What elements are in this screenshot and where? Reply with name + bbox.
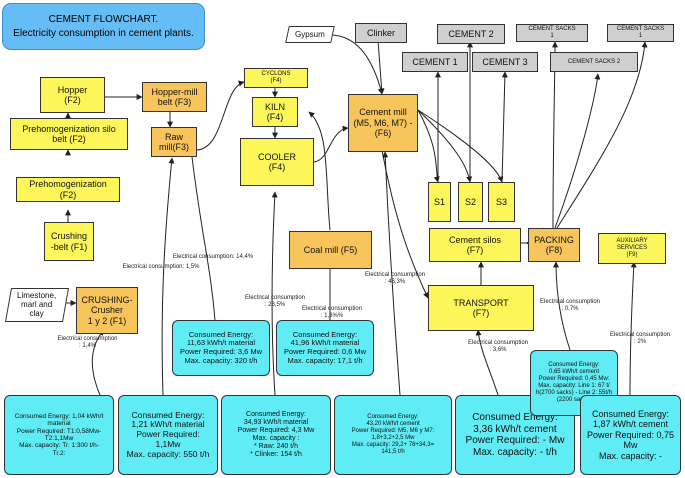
arrow-cementmill-to-s2: [417, 109, 473, 183]
energy-box-cement-mill: Consumed Energy: 43,20 kWh/t cement Powe…: [334, 395, 452, 475]
node-silo-s1: S1: [428, 182, 451, 222]
label-consumption-rawmill: Electrical consumption: 14,4%: [172, 254, 254, 260]
node-kiln: KILN (F4): [252, 97, 298, 127]
arrow-cementmill-to-transport: [381, 149, 429, 299]
node-silo-s3: S3: [488, 182, 515, 222]
arrow-cementmill-to-s1: [417, 109, 440, 183]
energy-box-coal-mill: Consumed Energy: 41,96 kWh/t material Po…: [276, 320, 374, 376]
node-packing: PACKING (F8): [528, 228, 580, 262]
node-prehomogenization: Prehomogenization (F2): [16, 177, 120, 202]
arrow-cementmill-to-s3: [417, 109, 504, 183]
energy-box-auxiliary: Consumed Energy: 1,87 kWh/t cement Power…: [580, 395, 681, 475]
node-gypsum-input: Gypsum: [285, 26, 335, 43]
energy-box-crusher: Consumed Energy: 1,04 kWh/t material Pow…: [4, 395, 114, 475]
label-consumption-packing: Electrical consumption : 0,7%: [539, 299, 601, 313]
limestone-label: Limestone, marl and clay: [17, 291, 57, 319]
title-line-2: Electricity consumption in cement plants…: [13, 27, 194, 39]
energy-box-raw-mill: Consumed Energy: 11,63 kWh/t material Po…: [172, 320, 270, 376]
label-consumption-auxiliary: Electrical consumption : 2%: [609, 332, 671, 346]
label-consumption-crusher: Electrical consumption : 1,4%: [57, 336, 118, 350]
arrow-clinker-to-cementmill: [377, 39, 385, 95]
node-limestone-input: Limestone, marl and clay: [5, 288, 69, 322]
title-line-1: CEMENT FLOWCHART.: [48, 14, 159, 25]
node-cement-1: CEMENT 1: [402, 52, 468, 72]
node-cement-3: CEMENT 3: [472, 52, 538, 72]
node-cement-2: CEMENT 2: [437, 24, 505, 44]
energy-box-kiln: Consumed Energy: 34,93 kWh/t material Po…: [221, 395, 331, 475]
energy-box-packing: Consumed Energy: 0,65 kWh/t cement Power…: [530, 350, 618, 416]
energy-box-prehomogenization: Consumed Energy: 1,21 kWh/t material Pow…: [118, 395, 218, 475]
arrow-packing-to-sacks1b: [556, 41, 648, 229]
node-cement-sacks-1a: CEMENT SACKS 1: [516, 24, 588, 42]
curve-aux-consumption: [629, 261, 637, 396]
arrow-cooler-to-cementmill: [313, 125, 349, 163]
node-raw-mill: Raw mill(F3): [151, 127, 197, 157]
node-cooler: COOLER (F4): [240, 138, 314, 186]
arrow-coalmill-to-kiln: [308, 111, 331, 231]
node-coal-mill: Coal mill (F5): [289, 231, 372, 269]
node-cement-sacks-1b: CEMENT SACKS 1: [607, 24, 674, 42]
node-cement-sacks-2: CEMENT SACKS 2: [550, 52, 638, 72]
curve-cementmill-consumption: [382, 151, 401, 396]
node-transport: TRANSPORT (F7): [428, 285, 534, 331]
node-silo-s2: S2: [458, 182, 483, 222]
gypsum-label: Gypsum: [295, 29, 325, 39]
curve-rawmill-consumption: [187, 139, 216, 321]
label-consumption-prehom: Electrical consumption: 1,5%: [122, 264, 200, 270]
node-crushing-belt: Crushing -belt (F1): [44, 222, 94, 261]
node-hopper-mill-belt: Hopper-mill belt (F3): [142, 82, 207, 112]
arrow-s3-to-cement3: [501, 71, 508, 183]
curve-transport-consumption: [475, 329, 499, 396]
node-auxiliary-services: AUXILIARY SERVICES (F9): [598, 233, 666, 264]
curve-kiln-consumption: [271, 191, 278, 396]
arrow-packing-to-sacks2: [554, 73, 601, 229]
node-prehomogenization-silo-belt: Prehomogenization silo belt (F2): [10, 118, 128, 150]
label-consumption-coal: Electrical consumption : 1,6%%: [301, 306, 363, 320]
node-cyclons: CYCLONS (F4): [244, 68, 308, 88]
title-banner: CEMENT FLOWCHART. Electricity consumptio…: [2, 3, 205, 50]
node-crushing-crusher: CRUSHING- Crusher 1 y 2 (F1): [76, 287, 138, 334]
node-cement-silos: Cement silos (F7): [429, 228, 521, 262]
node-cement-mill: Cement mill (M5, M6, M7) - (F6): [348, 94, 418, 152]
arrow-rawmill-to-cyclons: [196, 80, 245, 151]
curve-packing-consumption: [553, 261, 571, 351]
label-consumption-cementmill: Electrical consumption : 46,3%: [364, 272, 426, 286]
node-clinker: Clinker: [355, 23, 407, 43]
label-consumption-transport: Electrical consumption : 3,6%: [467, 340, 529, 354]
label-consumption-kiln: Electrical consumption : 28,5%: [244, 295, 306, 309]
node-hopper: Hopper (F2): [40, 77, 105, 113]
curve-prehom-consumption: [161, 157, 175, 396]
arrow-gypsum-to-cementmill: [329, 34, 384, 95]
